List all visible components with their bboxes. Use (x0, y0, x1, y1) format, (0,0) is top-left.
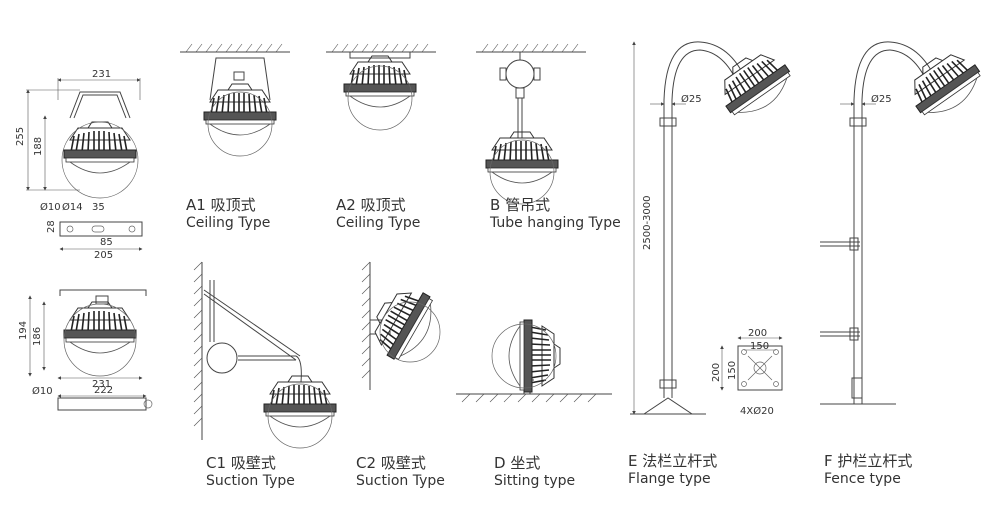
caption-e-zh: 法栏立杆式 (642, 452, 718, 470)
caption-a2-code: A2 (336, 196, 356, 214)
dim-flange-150h: 150 (727, 361, 738, 380)
caption-c2-code: C2 (356, 454, 377, 472)
bracket-plate-detail: Ø10 Ø14 35 28 85 205 (40, 201, 143, 261)
dim-pole-dia-e: Ø25 (681, 93, 702, 105)
caption-a2: A2 吸顶式 Ceiling Type (336, 196, 420, 232)
dim-bracket-hole: Ø10 (40, 201, 61, 213)
caption-d: D 坐式 Sitting type (494, 454, 575, 490)
caption-b: B 管吊式 Tube hanging Type (490, 196, 621, 232)
diagram-d-sitting (456, 319, 612, 403)
caption-c2-en: Suction Type (356, 472, 445, 489)
caption-b-en: Tube hanging Type (490, 214, 621, 231)
dim-bracket-hole2: Ø14 (62, 201, 83, 213)
flange-plate-detail: 200 150 200 150 4XØ20 (711, 328, 783, 417)
diagram-f-fence-pole: Ø25 (820, 41, 989, 405)
dim-foot-222: 222 (94, 385, 113, 396)
caption-f-zh: 护栏立杆式 (837, 452, 913, 470)
dim-side-186: 186 (32, 327, 43, 346)
dim-height-total: 255 (15, 127, 26, 146)
caption-c1-en: Suction Type (206, 472, 295, 489)
caption-f-code: F (824, 452, 833, 470)
caption-c2: C2 吸壁式 Suction Type (356, 454, 445, 490)
dim-flange-holes: 4XØ20 (740, 405, 774, 417)
caption-f-en: Fence type (824, 470, 901, 487)
dim-bracket-28: 28 (46, 220, 57, 233)
caption-c1-zh: 吸壁式 (230, 454, 276, 472)
caption-b-code: B (490, 196, 501, 214)
caption-c1-code: C1 (206, 454, 227, 472)
caption-d-en: Sitting type (494, 472, 576, 489)
dim-side-194: 194 (18, 321, 29, 340)
diagram-c2-wall (361, 261, 444, 390)
caption-e: E 法栏立杆式 Flange type (628, 452, 717, 488)
diagram-a2-ceiling (326, 43, 436, 131)
diagram-b-tube-hanging (476, 43, 586, 205)
caption-e-en: Flange type (628, 470, 711, 487)
dim-bracket-35: 35 (92, 202, 105, 213)
dim-side-231: 231 (92, 379, 111, 390)
caption-b-zh: 管吊式 (505, 196, 551, 214)
dim-foot-hole: Ø10 (32, 385, 53, 397)
caption-d-code: D (494, 454, 506, 472)
diagram-e-flange-pole: Ø25 2500-3000 (630, 41, 799, 415)
caption-c1: C1 吸壁式 Suction Type (206, 454, 295, 490)
dim-pole-height: 2500-3000 (642, 195, 653, 250)
caption-a2-en: Ceiling Type (336, 214, 421, 231)
dim-flange-200w: 200 (748, 328, 767, 339)
diagram-c1-wall (193, 261, 337, 449)
caption-e-code: E (628, 452, 638, 470)
dim-bracket-85: 85 (100, 237, 113, 248)
caption-c2-zh: 吸壁式 (380, 454, 426, 472)
dim-flange-150w: 150 (750, 341, 769, 352)
caption-a2-zh: 吸顶式 (360, 196, 406, 214)
dim-height-body: 188 (33, 137, 44, 156)
caption-a1: A1 吸顶式 Ceiling Type (186, 196, 270, 232)
caption-a1-zh: 吸顶式 (210, 196, 256, 214)
dim-bracket-205: 205 (94, 250, 113, 261)
side-view-foot-bracket: 194 186 231 Ø10 222 (18, 289, 153, 411)
caption-f: F 护栏立杆式 Fence type (824, 452, 912, 488)
caption-d-zh: 坐式 (510, 454, 541, 472)
dim-flange-200h: 200 (711, 363, 722, 382)
front-view-with-bracket: 231 255 188 (15, 69, 141, 199)
caption-a1-code: A1 (186, 196, 206, 214)
caption-a1-en: Ceiling Type (186, 214, 271, 231)
dim-top-width: 231 (92, 69, 111, 80)
dim-pole-dia-f: Ø25 (871, 93, 892, 105)
diagram-a1-ceiling (180, 43, 290, 157)
